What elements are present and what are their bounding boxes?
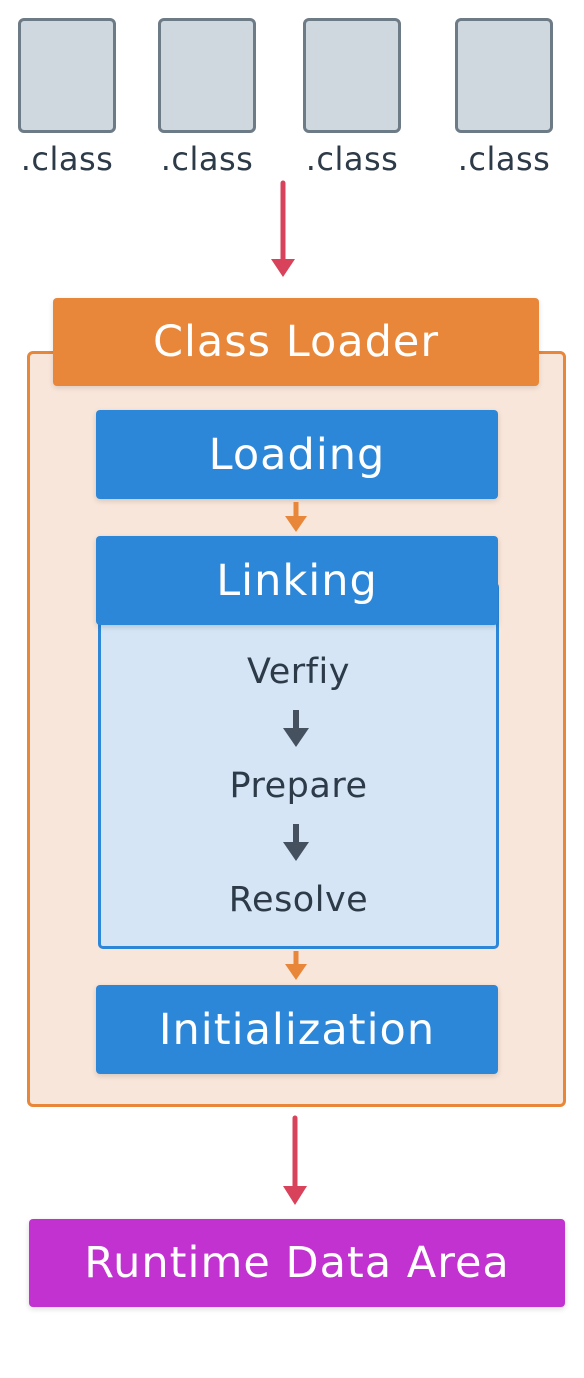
down-arrow-icon bbox=[283, 710, 309, 747]
down-arrow-icon bbox=[285, 951, 307, 980]
linking-steps-panel bbox=[98, 582, 499, 949]
class-file-icon bbox=[158, 18, 256, 133]
class-file-icon bbox=[455, 18, 553, 133]
class-file-icon bbox=[18, 18, 116, 133]
class-file-label: .class bbox=[305, 140, 399, 178]
loading-phase: Loading bbox=[96, 410, 498, 499]
class-file-label: .class bbox=[20, 140, 114, 178]
prepare-step: Prepare bbox=[229, 766, 368, 806]
down-arrow-icon bbox=[283, 824, 309, 861]
class-file-label: .class bbox=[457, 140, 551, 178]
runtime-data-area: Runtime Data Area bbox=[29, 1219, 565, 1307]
linking-phase: Linking bbox=[96, 536, 498, 625]
down-arrow-icon bbox=[285, 502, 307, 532]
class-file-label: .class bbox=[160, 140, 254, 178]
initialization-phase: Initialization bbox=[96, 985, 498, 1074]
class-file-icon bbox=[303, 18, 401, 133]
resolve-step: Resolve bbox=[228, 880, 369, 920]
down-arrow-icon bbox=[271, 180, 295, 277]
class-loader-title: Class Loader bbox=[53, 298, 539, 386]
verify-step: Verfiy bbox=[247, 652, 350, 692]
down-arrow-icon bbox=[283, 1115, 307, 1205]
